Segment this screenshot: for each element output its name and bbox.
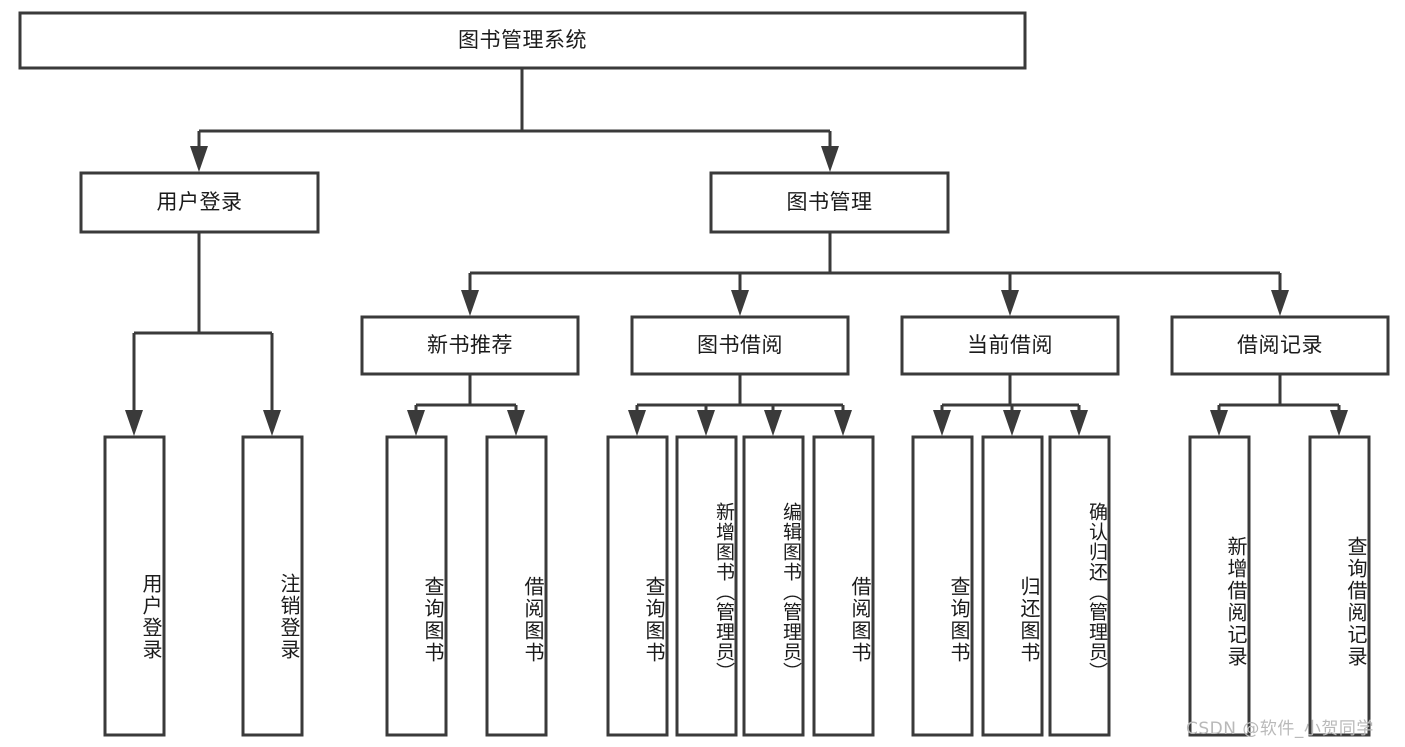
arrow-head-icon xyxy=(764,410,782,436)
arrow-head-icon xyxy=(190,146,208,172)
arrow-head-icon xyxy=(1070,410,1088,436)
node-box-borrow-record[interactable] xyxy=(1170,315,1390,376)
arrow-head-icon xyxy=(731,290,749,316)
connector-userlogin-to-leaves xyxy=(125,232,281,436)
arrow-head-icon xyxy=(507,410,525,436)
node-box-leaf-user-login[interactable] xyxy=(103,435,166,737)
node-box-leaf-query-book-3[interactable] xyxy=(911,435,974,737)
node-box-book-management[interactable] xyxy=(709,171,950,234)
node-box-leaf-return-book[interactable] xyxy=(981,435,1044,737)
connector-currentborrow-to-leaves xyxy=(933,374,1088,436)
node-box-leaf-borrow-book-2[interactable] xyxy=(812,435,875,737)
node-box-leaf-user-logout[interactable] xyxy=(241,435,304,737)
node-box-leaf-query-record[interactable] xyxy=(1308,435,1371,737)
node-box-root[interactable] xyxy=(18,11,1027,70)
node-box-leaf-confirm-return[interactable] xyxy=(1048,435,1111,737)
arrow-head-icon xyxy=(1271,290,1289,316)
arrow-head-icon xyxy=(263,410,281,436)
arrow-head-icon xyxy=(1001,290,1019,316)
node-box-leaf-add-record[interactable] xyxy=(1188,435,1251,737)
node-box-leaf-add-book[interactable] xyxy=(675,435,738,737)
arrow-head-icon xyxy=(1330,410,1348,436)
arrow-head-icon xyxy=(1210,410,1228,436)
connector-newbook-to-leaves xyxy=(407,374,525,436)
csdn-watermark: CSDN @软件_小贺同学 xyxy=(1186,719,1374,739)
arrow-head-icon xyxy=(697,410,715,436)
node-box-leaf-query-book-1[interactable] xyxy=(385,435,448,737)
connector-borrowrecord-to-leaves xyxy=(1210,374,1348,436)
node-box-current-borrow[interactable] xyxy=(900,315,1120,376)
connector-root-to-level1 xyxy=(190,68,839,172)
node-box-book-borrow[interactable] xyxy=(630,315,850,376)
node-box-leaf-query-book-2[interactable] xyxy=(606,435,669,737)
node-box-user-login[interactable] xyxy=(79,171,320,234)
connector-bookmgmt-to-level2 xyxy=(461,232,1289,316)
arrow-head-icon xyxy=(125,410,143,436)
connector-bookborrow-to-leaves xyxy=(628,374,852,436)
arrow-head-icon xyxy=(821,146,839,172)
node-box-leaf-borrow-book-1[interactable] xyxy=(485,435,548,737)
arrow-head-icon xyxy=(407,410,425,436)
arrow-head-icon xyxy=(1003,410,1021,436)
arrow-head-icon xyxy=(628,410,646,436)
arrow-head-icon xyxy=(933,410,951,436)
arrow-head-icon xyxy=(834,410,852,436)
node-box-leaf-edit-book[interactable] xyxy=(742,435,805,737)
arrow-head-icon xyxy=(461,290,479,316)
node-box-new-book-recommend[interactable] xyxy=(360,315,580,376)
